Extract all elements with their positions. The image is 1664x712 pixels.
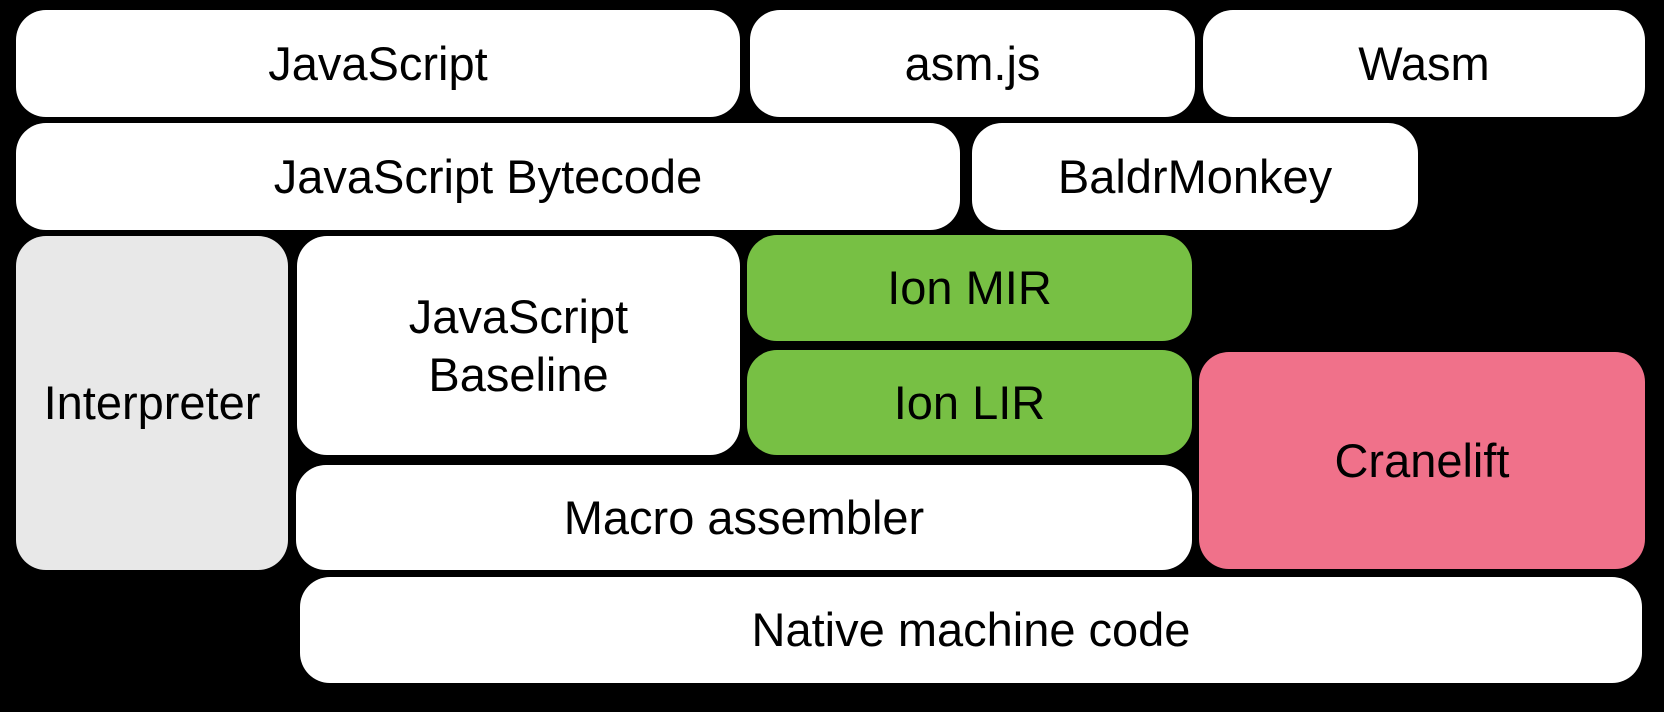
box-wasm-label: Wasm — [1358, 36, 1490, 90]
box-javascript-baseline: JavaScript Baseline — [297, 236, 740, 455]
box-baldrmonkey-label: BaldrMonkey — [1057, 149, 1333, 203]
box-asmjs: asm.js — [750, 10, 1195, 117]
box-cranelift: Cranelift — [1199, 352, 1645, 569]
box-interpreter: Interpreter — [16, 236, 288, 570]
box-native-machine-code-label: Native machine code — [751, 603, 1191, 657]
box-javascript-bytecode-label: JavaScript Bytecode — [273, 149, 703, 203]
box-ion-lir-label: Ion LIR — [893, 375, 1046, 429]
box-wasm: Wasm — [1203, 10, 1645, 117]
box-asmjs-label: asm.js — [904, 36, 1041, 90]
box-javascript: JavaScript — [16, 10, 740, 117]
box-macro-assembler-label: Macro assembler — [563, 490, 925, 544]
box-ion-mir-label: Ion MIR — [887, 261, 1052, 315]
box-ion-mir: Ion MIR — [747, 235, 1192, 341]
box-interpreter-label: Interpreter — [43, 376, 261, 430]
box-ion-lir: Ion LIR — [747, 350, 1192, 455]
box-macro-assembler: Macro assembler — [296, 465, 1192, 570]
box-javascript-baseline-label: JavaScript Baseline — [408, 290, 629, 401]
box-native-machine-code: Native machine code — [300, 577, 1642, 683]
box-baldrmonkey: BaldrMonkey — [972, 123, 1418, 230]
box-javascript-bytecode: JavaScript Bytecode — [16, 123, 960, 230]
box-javascript-label: JavaScript — [268, 36, 488, 90]
box-cranelift-label: Cranelift — [1334, 433, 1510, 487]
